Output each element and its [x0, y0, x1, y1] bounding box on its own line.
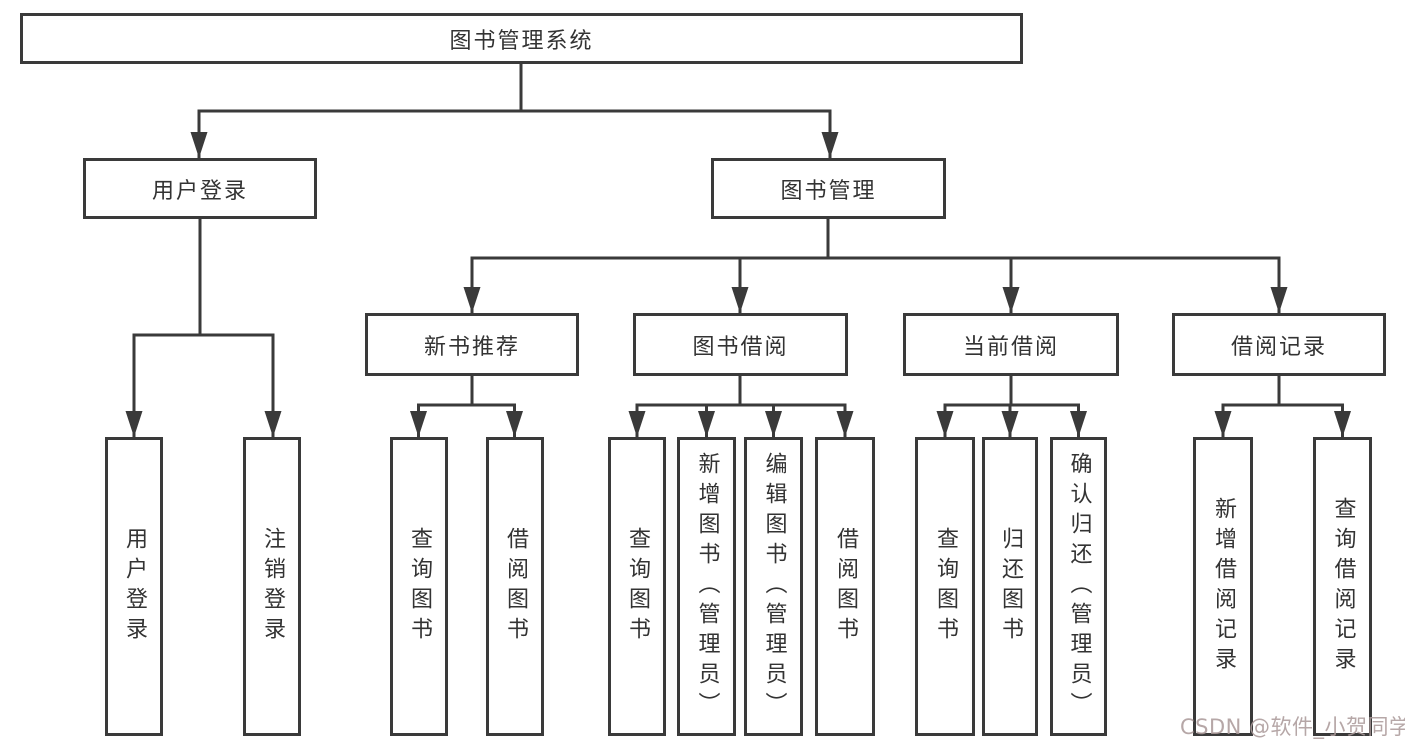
leaf-confirm-return-admin: 确认归还（管理员） — [1050, 437, 1107, 736]
node-user-login: 用户登录 — [83, 158, 317, 219]
leaf-query-book-borrow: 查询图书 — [608, 437, 666, 736]
leaf-logout-login: 注销登录 — [243, 437, 301, 736]
leaf-add-borrow-record: 新增借阅记录 — [1193, 437, 1253, 736]
csdn-watermark: CSDN @软件_小贺同学 — [1180, 715, 1405, 739]
leaf-borrow-book-recommend: 借阅图书 — [486, 437, 544, 736]
node-book-management: 图书管理 — [711, 158, 946, 219]
leaf-add-book-admin: 新增图书（管理员） — [677, 437, 736, 736]
arrowheads — [125, 132, 1351, 437]
leaf-borrow-book: 借阅图书 — [815, 437, 875, 736]
node-borrow-records: 借阅记录 — [1172, 313, 1386, 376]
leaf-query-book-current: 查询图书 — [915, 437, 975, 736]
node-new-book-recommend: 新书推荐 — [365, 313, 579, 376]
node-book-borrow: 图书借阅 — [633, 313, 848, 376]
leaf-query-borrow-record: 查询借阅记录 — [1313, 437, 1372, 736]
leaf-user-login: 用户登录 — [105, 437, 163, 736]
node-current-borrow: 当前借阅 — [903, 313, 1119, 376]
leaf-edit-book-admin: 编辑图书（管理员） — [744, 437, 803, 736]
leaf-return-book: 归还图书 — [982, 437, 1038, 736]
connector-paths — [132, 64, 1344, 437]
leaf-query-book-recommend: 查询图书 — [390, 437, 448, 736]
node-root-library-system: 图书管理系统 — [20, 13, 1023, 64]
